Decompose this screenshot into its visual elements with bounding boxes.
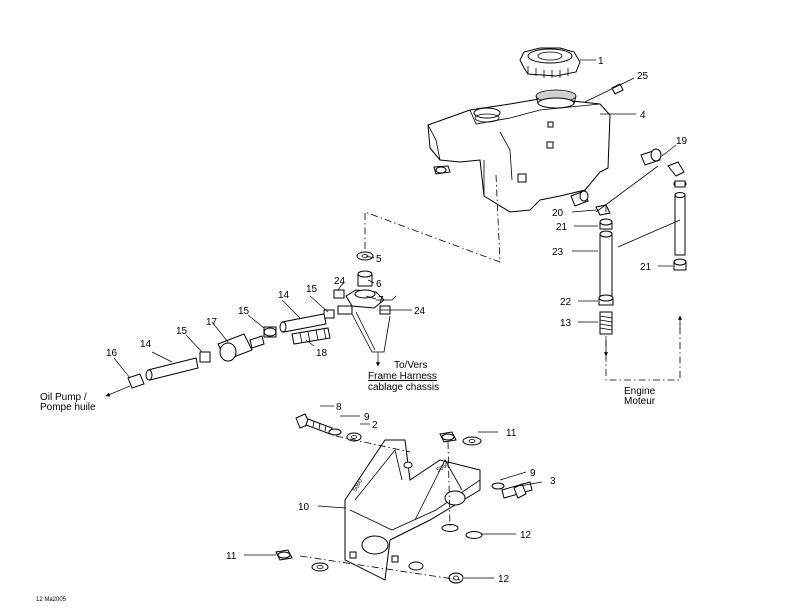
cablage-chassis-label: cablage chassis: [368, 382, 439, 393]
callout-21-lower: 21: [640, 262, 652, 273]
spring-18: [291, 327, 331, 345]
tank-filler-neck: [535, 89, 577, 109]
callout-11-bottom: 11: [226, 551, 237, 562]
callout-17: 17: [206, 317, 218, 328]
callout-14-lower: 14: [140, 339, 152, 350]
washer-9-left: [328, 428, 342, 436]
washer-9-right: [491, 482, 505, 490]
oil-level-sensor-7: [337, 289, 397, 315]
drawing-code: 12 Ma2005: [36, 597, 67, 603]
callout-12-right: 12: [520, 530, 532, 541]
return-hose: [674, 192, 686, 256]
callout-22: 22: [560, 297, 572, 308]
hose-14-upper: [279, 313, 327, 333]
washer-12-right: [465, 531, 483, 539]
callout-10: 10: [298, 502, 310, 513]
callout-14-upper: 14: [278, 290, 290, 301]
tank-grommet-lower: [570, 190, 589, 207]
nut-11-top: [439, 431, 457, 443]
frame-harness-label: Frame Harness: [368, 371, 437, 382]
clamp-15-upper: [323, 309, 335, 319]
nut-11-bottom: [275, 549, 293, 561]
svg-text:5050: 5050: [352, 478, 364, 493]
washer-bottom-left: [311, 562, 329, 572]
callout-9-right: 9: [530, 468, 536, 479]
callout-6: 6: [376, 279, 382, 290]
grommet-5: [356, 251, 374, 261]
bolt-8: [295, 413, 333, 435]
clamp-15-mid: [263, 326, 277, 338]
feed-hose: [599, 230, 613, 297]
clamp-15-lower: [199, 351, 211, 363]
callout-8: 8: [336, 402, 342, 413]
callout-13: 13: [560, 318, 572, 329]
spring-13: [599, 311, 613, 335]
callout-9-left: 9: [364, 412, 370, 423]
moteur-label: Moteur: [624, 396, 656, 407]
tank-cap: [519, 47, 581, 78]
elbow-fitting-upper: [667, 161, 685, 177]
tank-grommet-upper: [640, 148, 662, 166]
callout-15-upper: 15: [306, 284, 318, 295]
callout-labels: 1 25 4 19 20 21 23 21 22 13 5 6 7 24 24 …: [106, 56, 688, 585]
callout-15-lower: 15: [176, 326, 188, 337]
clamp-upper-right: [673, 180, 687, 188]
washer-12-bottom: [448, 572, 464, 584]
callout-25: 25: [637, 71, 649, 82]
bolt-3: [501, 481, 533, 499]
clamp-22: [598, 294, 614, 306]
engine-connection-line: [605, 318, 681, 381]
tank-to-valve-line: [364, 174, 501, 263]
engine-label: Engine: [624, 386, 656, 397]
callout-11-top: 11: [506, 428, 517, 439]
leader-lines: [113, 59, 677, 579]
callout-15-mid: 15: [238, 306, 250, 317]
callout-23: 23: [552, 247, 564, 258]
washer-top-right: [462, 436, 482, 446]
callout-1: 1: [598, 56, 604, 67]
oil-pump-label: Oil Pump /: [40, 392, 87, 403]
callout-18: 18: [316, 348, 328, 359]
fitting-16: [127, 373, 145, 389]
pompe-huile-label: Pompe huile: [40, 402, 96, 413]
bracket-10: 5050 5050: [344, 439, 481, 581]
callout-3: 3: [550, 476, 556, 487]
sensor-wires: [351, 311, 391, 353]
filter-17: [217, 333, 265, 362]
connector-24-left: [333, 289, 345, 299]
callout-12-bottom: 12: [498, 574, 510, 585]
callout-21-upper: 21: [556, 222, 568, 233]
oil-tank: [427, 97, 611, 213]
clamp-lower-right: [673, 258, 687, 271]
callout-20: 20: [552, 208, 564, 219]
callout-16: 16: [106, 348, 118, 359]
callout-4: 4: [640, 110, 646, 121]
spacer-6: [357, 270, 373, 287]
elbow-fitting-lower: [595, 204, 611, 216]
clamp-21-left: [599, 218, 613, 230]
to-vers-label: To/Vers: [394, 360, 427, 371]
callout-24-right: 24: [414, 306, 426, 317]
washer-bottom-center: [408, 561, 424, 571]
callout-24-upper: 24: [334, 276, 346, 287]
annotations: To/Vers Frame Harness cablage chassis En…: [36, 360, 656, 603]
callout-7: 7: [378, 295, 384, 306]
callout-19: 19: [676, 136, 688, 147]
callout-5: 5: [376, 254, 382, 265]
vent-screw: [611, 83, 624, 95]
callout-2: 2: [372, 420, 378, 431]
hose-14-lower: [145, 357, 199, 381]
